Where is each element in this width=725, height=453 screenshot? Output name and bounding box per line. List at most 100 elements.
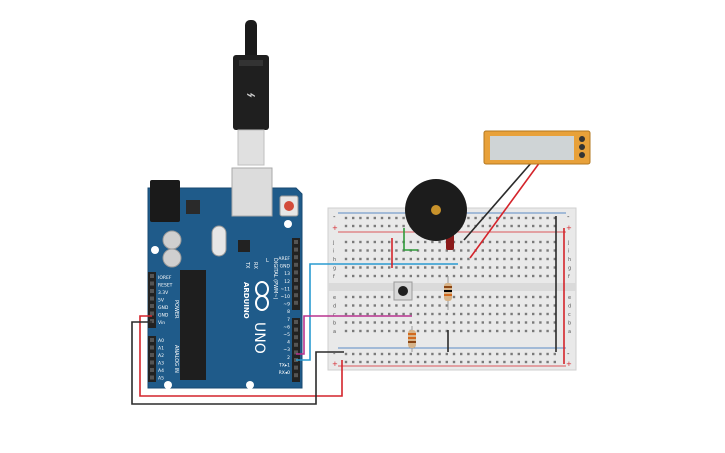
breadboard-hole-304[interactable] [373, 321, 376, 324]
breadboard-hole-331[interactable] [352, 329, 355, 333]
breadboard-hole-32[interactable] [359, 224, 362, 228]
breadboard-hole-194[interactable] [445, 274, 448, 278]
breadboard-hole-7[interactable] [395, 216, 398, 220]
breadboard-hole-1[interactable] [352, 216, 355, 220]
header-pin-3[interactable] [150, 296, 154, 301]
header-pin-28[interactable] [294, 365, 298, 370]
header-pin-1[interactable] [150, 281, 154, 286]
breadboard-hole-154[interactable] [373, 266, 376, 269]
breadboard-hole-6[interactable] [388, 216, 391, 220]
breadboard-hole-4[interactable] [373, 216, 376, 220]
breadboard-hole-97[interactable] [395, 249, 398, 252]
breadboard-hole-50[interactable] [488, 224, 492, 228]
wire-display-black[interactable] [463, 161, 533, 241]
breadboard-hole-118[interactable] [546, 249, 549, 252]
breadboard-hole-129[interactable] [409, 257, 412, 261]
breadboard-hole-262[interactable] [503, 304, 506, 307]
breadboard-hole-159[interactable] [409, 266, 412, 269]
breadboard-hole-300[interactable] [344, 321, 348, 324]
breadboard-hole-182[interactable] [359, 274, 362, 278]
breadboard-hole-34[interactable] [373, 224, 376, 228]
breadboard-hole-233[interactable] [510, 295, 513, 299]
breadboard-hole-303[interactable] [366, 321, 369, 324]
breadboard-hole-168[interactable] [474, 266, 477, 269]
breadboard-hole-29[interactable] [553, 216, 556, 220]
breadboard-hole-24[interactable] [517, 216, 520, 220]
breadboard-hole-136[interactable] [460, 257, 463, 261]
breadboard-hole-273[interactable] [366, 312, 369, 316]
breadboard-hole-110[interactable] [488, 249, 492, 252]
breadboard-hole-163[interactable] [438, 266, 441, 269]
breadboard-hole-261[interactable] [496, 304, 499, 307]
breadboard-hole-283[interactable] [438, 312, 441, 316]
header-pin-23[interactable] [294, 327, 298, 332]
breadboard-hole-203[interactable] [510, 274, 513, 278]
breadboard-hole-348[interactable] [474, 329, 477, 333]
breadboard-hole-52[interactable] [503, 224, 506, 228]
breadboard-hole-132[interactable] [431, 257, 434, 261]
breadboard-hole-378[interactable] [474, 352, 477, 356]
breadboard-hole-334[interactable] [373, 329, 376, 333]
breadboard-hole-399[interactable] [409, 360, 412, 364]
breadboard-hole-238[interactable] [546, 295, 549, 299]
breadboard-hole-338[interactable] [402, 329, 405, 333]
breadboard-hole-333[interactable] [366, 329, 369, 333]
breadboard-hole-301[interactable] [352, 321, 355, 324]
resistor-2[interactable] [408, 326, 416, 352]
breadboard-hole-413[interactable] [510, 360, 513, 364]
breadboard-hole-375[interactable] [452, 352, 456, 356]
breadboard-hole-105[interactable] [452, 249, 456, 252]
breadboard-hole-231[interactable] [496, 295, 499, 299]
breadboard-hole-349[interactable] [481, 329, 484, 333]
breadboard-hole-277[interactable] [395, 312, 398, 316]
breadboard-hole-164[interactable] [445, 266, 448, 269]
breadboard-hole-59[interactable] [553, 224, 556, 228]
breadboard-hole-407[interactable] [467, 360, 470, 364]
breadboard-hole-111[interactable] [496, 249, 499, 252]
breadboard-hole-53[interactable] [510, 224, 513, 228]
breadboard-hole-106[interactable] [460, 249, 463, 252]
breadboard-hole-120[interactable] [344, 257, 348, 261]
breadboard-hole-247[interactable] [395, 304, 398, 307]
breadboard-hole-157[interactable] [395, 266, 398, 269]
breadboard-hole-101[interactable] [424, 249, 427, 252]
breadboard-hole-152[interactable] [359, 266, 362, 269]
breadboard-hole-269[interactable] [553, 304, 556, 307]
breadboard-hole-336[interactable] [388, 329, 391, 333]
header-pin-10[interactable] [150, 360, 154, 365]
breadboard-hole-61[interactable] [352, 240, 355, 244]
breadboard-hole-391[interactable] [352, 360, 355, 364]
breadboard-hole-327[interactable] [539, 321, 542, 324]
breadboard-hole-0[interactable] [344, 216, 348, 220]
header-pin-12[interactable] [150, 375, 154, 380]
breadboard-hole-252[interactable] [431, 304, 434, 307]
breadboard-hole-70[interactable] [416, 240, 420, 244]
breadboard-hole-167[interactable] [467, 266, 470, 269]
breadboard-hole-255[interactable] [452, 304, 456, 307]
breadboard-hole-63[interactable] [366, 240, 369, 244]
breadboard-hole-351[interactable] [496, 329, 499, 333]
breadboard-hole-274[interactable] [373, 312, 376, 316]
breadboard-hole-60[interactable] [344, 240, 348, 244]
breadboard-hole-147[interactable] [539, 257, 542, 261]
breadboard-hole-140[interactable] [488, 257, 492, 261]
breadboard-hole-243[interactable] [366, 304, 369, 307]
breadboard-hole-291[interactable] [496, 312, 499, 316]
breadboard-hole-281[interactable] [424, 312, 427, 316]
breadboard-hole-113[interactable] [510, 249, 513, 252]
header-pin-18[interactable] [294, 278, 298, 282]
breadboard-hole-28[interactable] [546, 216, 549, 220]
breadboard-hole-107[interactable] [467, 249, 470, 252]
breadboard-hole-66[interactable] [388, 240, 391, 244]
breadboard-hole-5[interactable] [380, 216, 384, 220]
piezo-buzzer[interactable] [405, 179, 467, 250]
breadboard-hole-187[interactable] [395, 274, 398, 278]
breadboard-hole-366[interactable] [388, 352, 391, 356]
breadboard-hole-229[interactable] [481, 295, 484, 299]
breadboard-hole-87[interactable] [539, 240, 542, 244]
breadboard-hole-227[interactable] [467, 295, 470, 299]
breadboard-hole-85[interactable] [524, 240, 528, 244]
breadboard-hole-139[interactable] [481, 257, 484, 261]
breadboard-hole-146[interactable] [532, 257, 535, 261]
breadboard-hole-230[interactable] [488, 295, 492, 299]
